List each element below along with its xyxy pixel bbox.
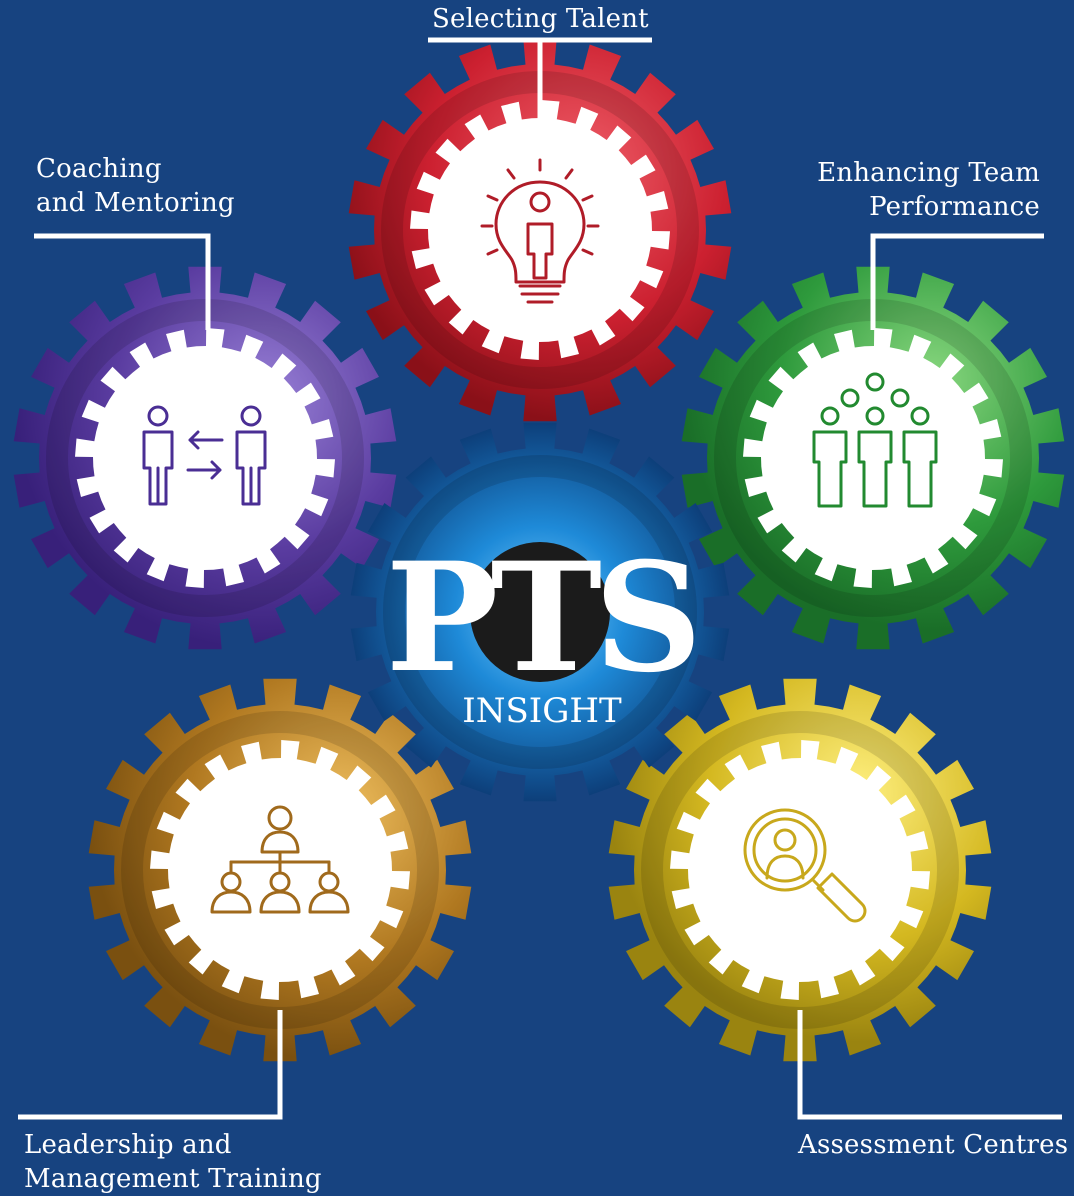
- logo-pts: PTS: [386, 530, 695, 706]
- label-line: Enhancing Team: [817, 158, 1040, 188]
- gear-coaching-inner-disc: [75, 328, 335, 588]
- connector-team: [870, 233, 1044, 330]
- connector-leadership: [18, 1010, 283, 1120]
- org-chart-icon: [210, 805, 350, 914]
- connector-coaching: [34, 233, 211, 330]
- people-exchange-icon: [142, 405, 267, 506]
- team-group-icon: [812, 372, 938, 508]
- label-line: Performance: [869, 192, 1040, 222]
- gear-coaching-ring: [46, 299, 364, 617]
- lightbulb-person-icon: [480, 158, 600, 304]
- gear-assessment: [608, 678, 992, 1062]
- connector-assessment: [797, 1010, 1062, 1120]
- label-line: Management Training: [24, 1164, 322, 1194]
- label-line: Selecting Talent: [432, 4, 649, 34]
- label-coaching-mentoring: Coaching and Mentoring: [36, 152, 235, 220]
- gear-assessment-inner-disc: [670, 740, 930, 1000]
- logo-insight: INSIGHT: [462, 691, 622, 731]
- label-enhancing-team-performance: Enhancing Team Performance: [817, 156, 1040, 224]
- gear-center-ring: [383, 455, 697, 769]
- gear-selecting-inner-disc: [410, 100, 670, 360]
- label-leadership-management: Leadership and Management Training: [24, 1128, 322, 1196]
- label-assessment-centres: Assessment Centres: [798, 1128, 1068, 1162]
- gear-selecting: [348, 38, 732, 422]
- gear-center-hub: [470, 542, 610, 682]
- label-line: Coaching: [36, 154, 162, 184]
- gear-center: [350, 422, 730, 802]
- gear-team: [681, 266, 1065, 650]
- label-line: and Mentoring: [36, 188, 235, 218]
- gears-layer: [13, 38, 1065, 1062]
- connector-lines: [18, 37, 1062, 1120]
- label-line: Leadership and: [24, 1130, 232, 1160]
- label-line: Assessment Centres: [798, 1130, 1069, 1160]
- label-selecting-talent: Selecting Talent: [432, 2, 649, 36]
- gear-coaching: [13, 266, 397, 650]
- gear-team-inner-disc: [743, 328, 1003, 588]
- magnifier-person-icon: [743, 808, 867, 923]
- center-logo: PTS INSIGHT: [386, 530, 703, 731]
